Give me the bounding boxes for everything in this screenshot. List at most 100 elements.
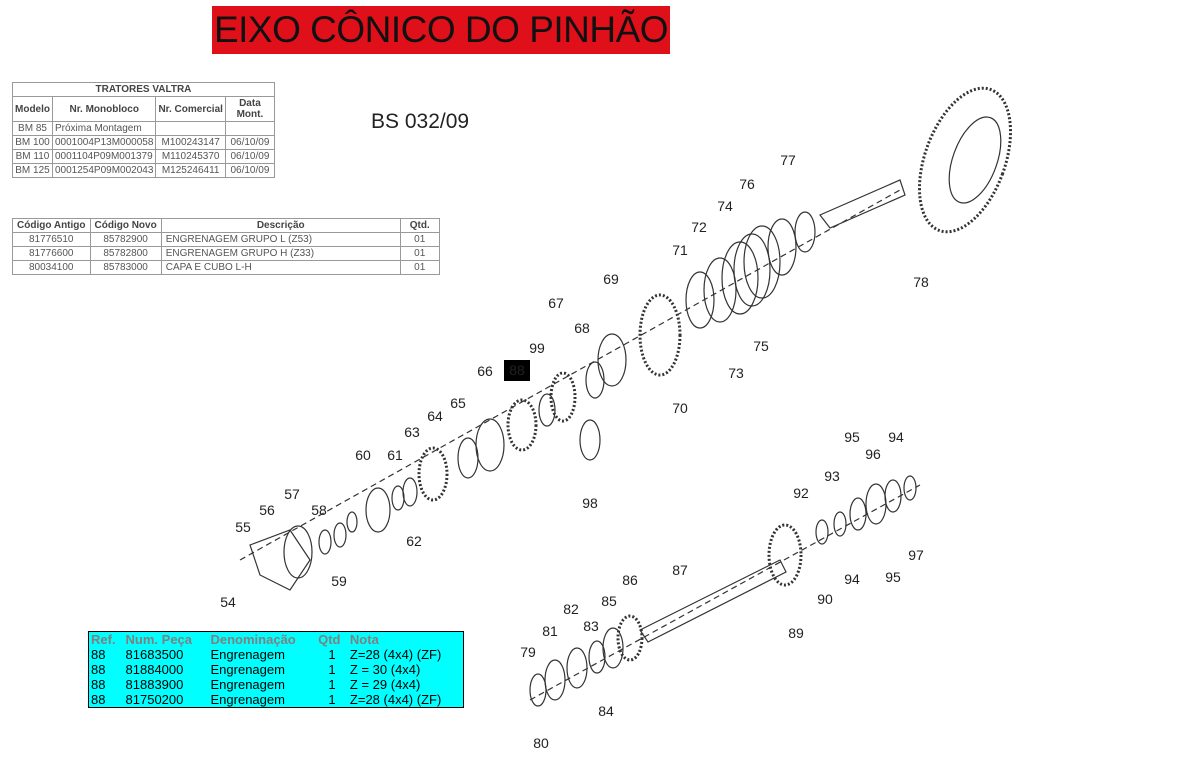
- callout-95: 95: [844, 429, 860, 445]
- ring-75: [743, 225, 781, 299]
- callout-83: 83: [583, 618, 599, 634]
- callout-70: 70: [672, 400, 688, 416]
- callout-90: 90: [817, 591, 833, 607]
- table-cell: 81883900: [125, 677, 184, 692]
- callout-56: 56: [259, 502, 275, 518]
- lower-axis: [529, 484, 921, 701]
- table-row: 88 81884000 Engrenagem 1 Z = 30 (4x4): [89, 662, 464, 677]
- codes-table: Código Antigo Código Novo Descrição Qtd.…: [12, 218, 440, 275]
- table-cell: Z = 29 (4x4): [349, 677, 421, 692]
- table-cell: Engrenagem: [210, 677, 285, 692]
- callout-58: 58: [311, 502, 327, 518]
- ring-61: [391, 485, 405, 511]
- part-85: [602, 627, 624, 669]
- callout-81: 81: [542, 623, 558, 639]
- synchro-66: [475, 418, 505, 472]
- callout-79: 79: [520, 644, 536, 660]
- callout-60: 60: [355, 447, 371, 463]
- table-cell: Engrenagem: [210, 692, 285, 707]
- callout-66: 66: [477, 363, 493, 379]
- callout-59: 59: [331, 573, 347, 589]
- gear-89: [767, 523, 803, 587]
- callout-87: 87: [672, 562, 688, 578]
- callout-62: 62: [406, 533, 422, 549]
- callout-75: 75: [753, 338, 769, 354]
- ring-97: [903, 475, 917, 501]
- callout-84: 84: [598, 703, 614, 719]
- table-cell: Z=28 (4x4) (ZF): [349, 647, 442, 662]
- callout-55: 55: [235, 519, 251, 535]
- callout-61: 61: [387, 447, 403, 463]
- callout-92: 92: [793, 485, 809, 501]
- table-cell: 1: [328, 662, 336, 677]
- callout-85: 85: [601, 593, 617, 609]
- o-ring: [283, 525, 313, 579]
- bearing-68: [585, 361, 605, 399]
- callout-89: 89: [788, 625, 804, 641]
- callout-86: 86: [622, 572, 638, 588]
- callout-82: 82: [563, 601, 579, 617]
- callout-93: 93: [824, 468, 840, 484]
- bearing-77: [794, 211, 816, 253]
- crown-gear-hub: [948, 116, 1002, 204]
- callout-94: 94: [844, 571, 860, 587]
- bearing-58: [318, 529, 332, 555]
- table-cell: 88: [91, 677, 106, 692]
- callout-69: 69: [603, 271, 619, 287]
- callout-65: 65: [450, 395, 466, 411]
- table-cell: Z = 30 (4x4): [349, 662, 421, 677]
- callout-76: 76: [739, 176, 755, 192]
- part-82: [566, 647, 588, 689]
- table-cell: Engrenagem: [210, 647, 285, 662]
- table-cell: 85783000: [89, 260, 162, 275]
- ring-72: [703, 257, 737, 323]
- callout-80: 80: [533, 735, 549, 751]
- table-cell: 1: [328, 647, 336, 662]
- callout-95: 95: [885, 569, 901, 585]
- callout-71: 71: [672, 242, 688, 258]
- callout-78: 78: [913, 274, 929, 290]
- diagram-drawing: [239, 86, 1013, 707]
- ring-95: [884, 479, 902, 513]
- callout-68: 68: [574, 320, 590, 336]
- callout-96: 96: [865, 446, 881, 462]
- col-header: Denominação: [210, 632, 296, 647]
- pinion-shaft: [819, 179, 906, 229]
- page-title: EIXO CÔNICO DO PINHÃO: [212, 6, 670, 54]
- part-79: [529, 673, 547, 707]
- gear-64: [417, 446, 449, 502]
- highlight-box: [504, 360, 530, 381]
- table-cell: Engrenagem: [210, 662, 285, 677]
- table-cell: 81884000: [125, 662, 184, 677]
- ring-90: [815, 519, 829, 545]
- synchro-69: [597, 333, 627, 387]
- bearing-65: [457, 437, 479, 479]
- table-cell: 88: [91, 692, 106, 707]
- ring-93: [833, 511, 847, 537]
- ring-73: [721, 241, 759, 315]
- col-header: Qtd: [318, 632, 341, 647]
- table-cell: 06/10/09: [224, 163, 275, 178]
- part-83: [588, 640, 606, 674]
- col-header: Nota: [349, 632, 379, 647]
- col-header: Data Mont.: [224, 96, 275, 122]
- ring-71: [685, 271, 715, 329]
- table-cell: 1: [328, 692, 336, 707]
- tractors-table: TRATORES VALTRA Modelo Nr. Monobloco Nr.…: [12, 82, 275, 178]
- table-cell: 88: [91, 647, 106, 662]
- bearing-59: [333, 522, 347, 548]
- table-cell: 88: [91, 662, 106, 677]
- callout-67: 67: [548, 295, 564, 311]
- gear-86: [616, 614, 644, 662]
- bulletin-number: BS 032/09: [371, 110, 470, 133]
- col-header: Modelo: [12, 96, 53, 122]
- callout-64: 64: [427, 408, 443, 424]
- table-cell: M125246411: [155, 163, 226, 178]
